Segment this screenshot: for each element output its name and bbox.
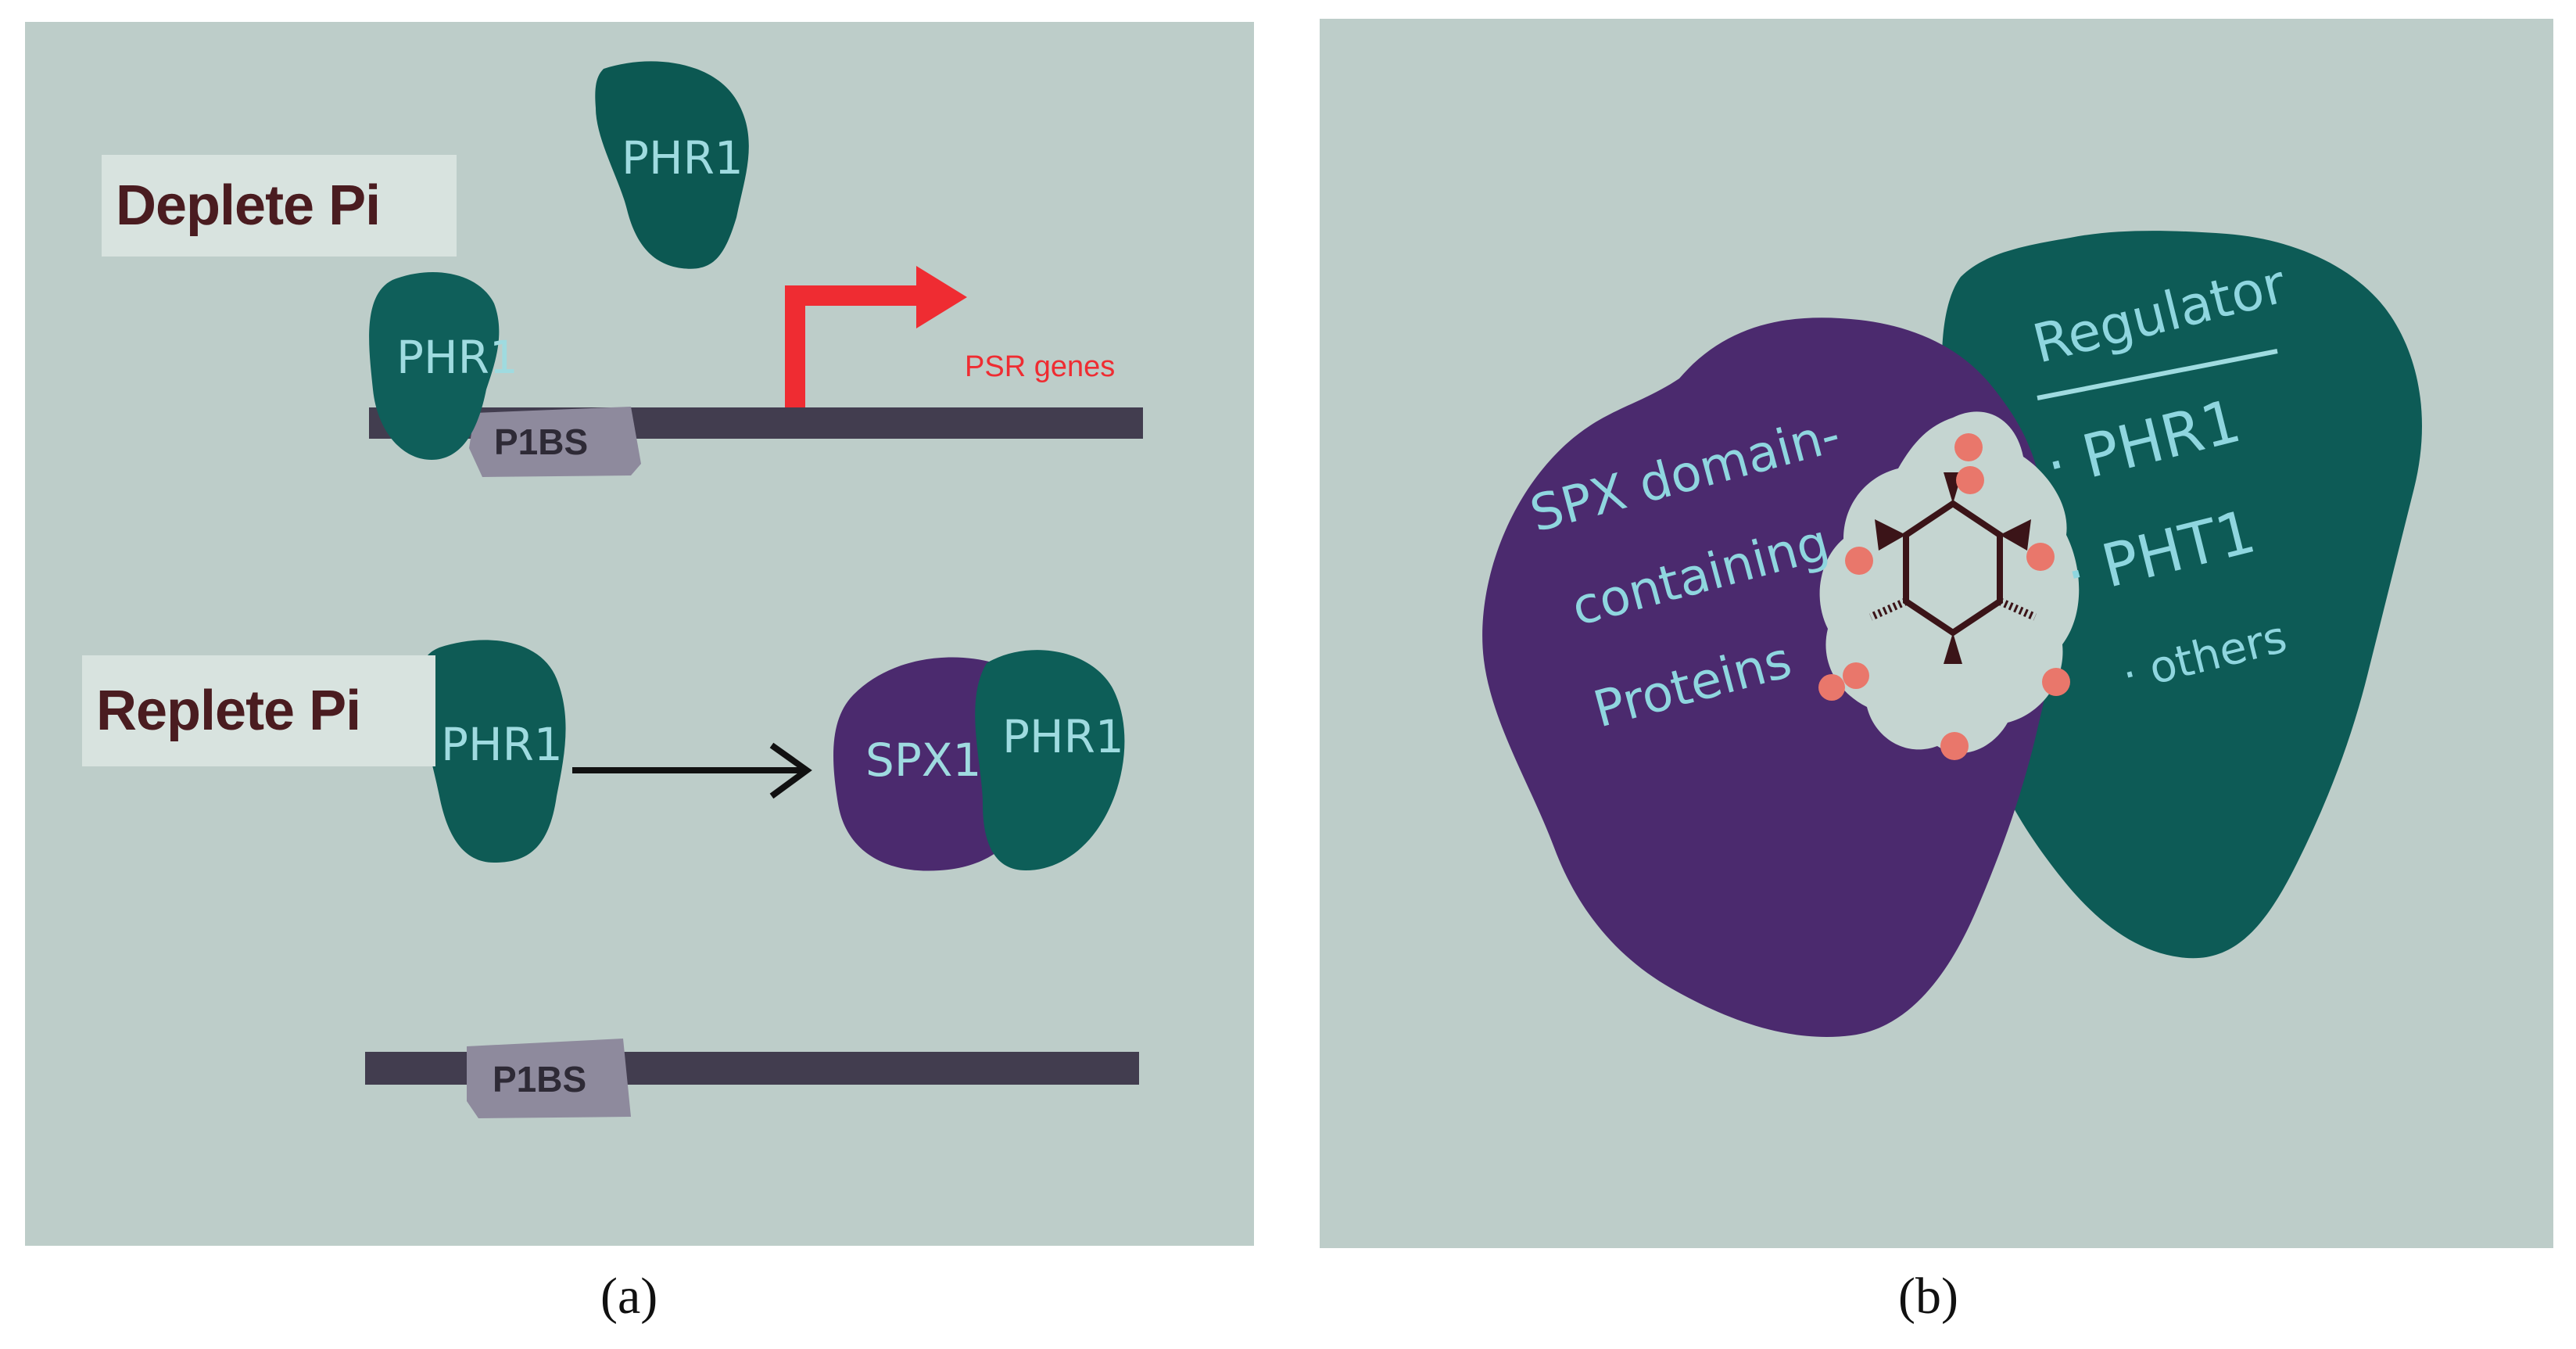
wedge-upper-left [1875, 519, 1906, 551]
wedge-bottom [1944, 633, 1962, 664]
phosphate-dot [1940, 732, 1969, 760]
p1bs-box-top [469, 407, 641, 477]
hash-lower-right [1997, 597, 2037, 621]
caption-b: (b) [1898, 1268, 1958, 1325]
hash-lower-left [1868, 597, 1908, 621]
phosphate-dot [1843, 662, 1869, 689]
panel-b-drawing [1482, 231, 2422, 1037]
panel-a-drawing [365, 61, 1143, 1118]
psr-genes-label: PSR genes [965, 350, 1116, 383]
binding-pocket [1819, 411, 2080, 753]
phr1-replete-label: PHR1 [441, 718, 563, 771]
replete-pi-label: Replete Pi [82, 655, 435, 766]
phr1-free-label: PHR1 [622, 131, 743, 185]
phosphate-dot [1954, 433, 1983, 461]
phosphate-dot [1956, 466, 1984, 494]
phr1-complex-label: PHR1 [1002, 710, 1124, 763]
spx1-label: SPX1 [865, 734, 982, 787]
deplete-pi-label: Deplete Pi [102, 155, 457, 257]
wedge-upper-right [2000, 519, 2031, 551]
panel-a: Deplete Pi Replete Pi PHR1 PHR1 PHR1 SPX… [25, 22, 1254, 1246]
phr1-free-blob [595, 61, 749, 269]
caption-a: (a) [600, 1268, 658, 1325]
regulator-blob [1942, 231, 2422, 959]
psr-arrow [785, 285, 924, 407]
p1bs-label-bottom: P1BS [493, 1059, 587, 1100]
phr1-bound-blob [369, 272, 500, 460]
phosphate-dot [1818, 674, 1845, 701]
phosphate-dot [1845, 547, 1873, 575]
phr1-replete-blob [417, 640, 566, 863]
psr-arrow-head [916, 266, 967, 328]
p1bs-box-bottom [467, 1039, 631, 1118]
binding-arrow-head [769, 742, 812, 799]
phr1-complex-blob [975, 650, 1125, 870]
regulator-underline [2037, 349, 2278, 400]
phr1-bound-label: PHR1 [396, 331, 518, 384]
panel-b: SPX domain- containing Proteins Regulato… [1320, 19, 2553, 1248]
p1bs-label-top: P1BS [494, 422, 589, 462]
phosphate-dot [2026, 543, 2055, 571]
phosphate-dot [2042, 668, 2070, 696]
